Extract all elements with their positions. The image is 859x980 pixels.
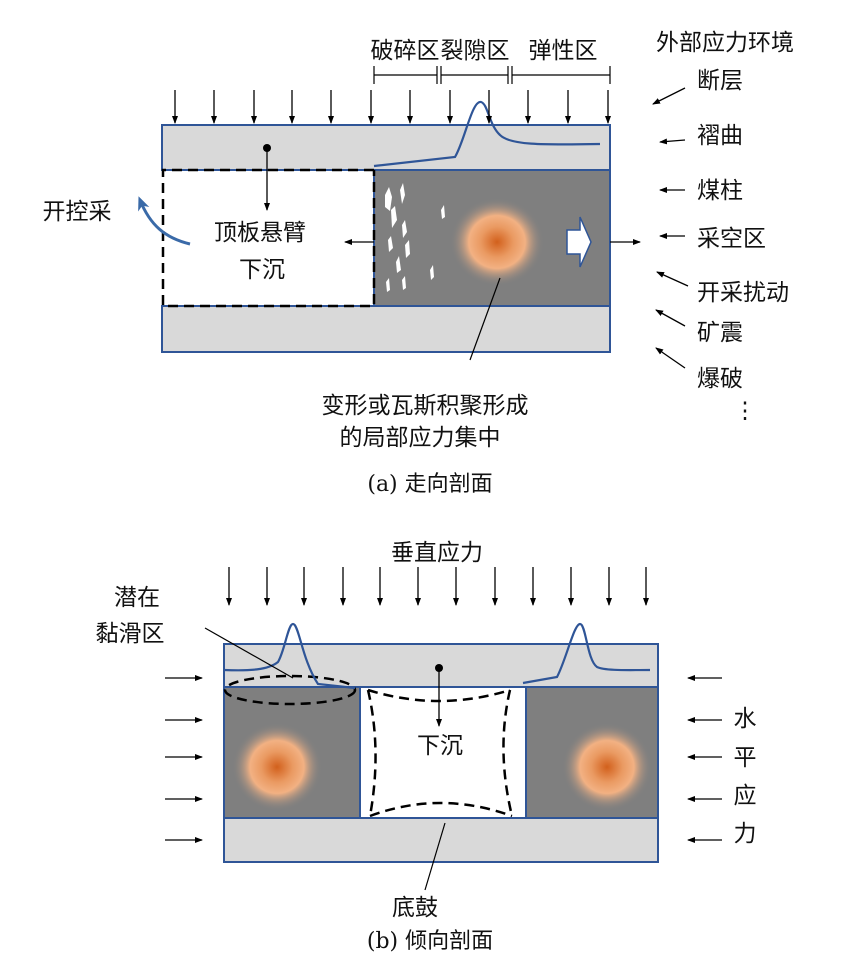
right-stress-curve [522,622,651,685]
vertical-load-arrows [172,90,611,124]
left-stress-curve [223,622,356,690]
env-item-mining-disturbance: 开采扰动 [697,280,789,306]
floor-heave-leader-line [424,822,446,891]
horizontal-stress-label: 水 平 应 力 [734,706,757,847]
horizontal-stress-char: 力 [734,821,757,847]
horizontal-stress-char: 应 [734,783,757,809]
roof-subsidence-label: 下沉 [239,257,285,283]
horizontal-stress-char: 平 [734,745,757,771]
concentration-label-1: 变形或瓦斯积聚形成 [322,393,529,419]
floor-strata [223,817,659,863]
zone-bracket [373,66,611,84]
slip-zone-leader-line [204,627,294,679]
panel-b-dip-section: 垂直应力 潜在 黏滑区 下沉 底鼓 水 平 应 力 (b) 倾向剖面 [96,540,757,954]
env-item-goaf: 采空区 [697,226,766,252]
right-stress-concentration-blob [562,723,652,811]
subsidence-label: 下沉 [417,733,463,759]
env-item-blasting: 爆破 [697,366,743,392]
caption-a: (a) 走向剖面 [367,472,492,497]
slip-zone-label-1: 潜在 [114,585,160,611]
zone-fractured-label: 裂隙区 [441,38,510,64]
env-item-fault: 断层 [697,68,743,94]
caption-b: (b) 倾向剖面 [367,929,493,954]
slip-zone-label-2: 黏滑区 [96,621,165,647]
vertical-stress-label: 垂直应力 [391,540,483,566]
zone-crushed-label: 破碎区 [371,38,440,64]
stress-concentration-blob [450,198,544,286]
panel-a-strike-section: 破碎区 裂隙区 弹性区 顶板悬臂 下沉 开控采 变形或瓦斯积聚形成 的局部应力集… [43,30,795,497]
env-item-mine-tremor: 矿震 [697,320,743,346]
horizontal-load-arrows [165,675,722,843]
fracture-marks [385,183,445,292]
goaf-area [163,171,373,305]
potential-slip-zone-ellipse [223,674,357,706]
floor-strata [161,305,611,353]
environment-title: 外部应力环境 [656,30,794,56]
concentration-label-2: 的局部应力集中 [340,425,501,451]
floor-heave-label: 底鼓 [392,895,438,921]
concentration-leader-line [469,277,501,361]
environment-list: 断层 褶曲 煤柱 采空区 开采扰动 矿震 爆破 ⋮ [652,68,789,424]
mining-direction-arrow [138,196,191,246]
env-more-ellipsis: ⋮ [734,398,757,424]
roof-cantilever-label: 顶板悬臂 [214,220,306,246]
left-stress-concentration-blob [232,723,322,811]
vertical-load-arrows [226,567,649,606]
env-item-coal-pillar: 煤柱 [697,178,743,204]
outward-hollow-arrow [566,216,592,268]
zone-elastic-label: 弹性区 [529,38,598,64]
env-item-fold: 褶曲 [697,123,743,149]
roof-strata [161,124,611,171]
mining-label: 开控采 [43,199,112,225]
horizontal-stress-char: 水 [734,706,757,732]
